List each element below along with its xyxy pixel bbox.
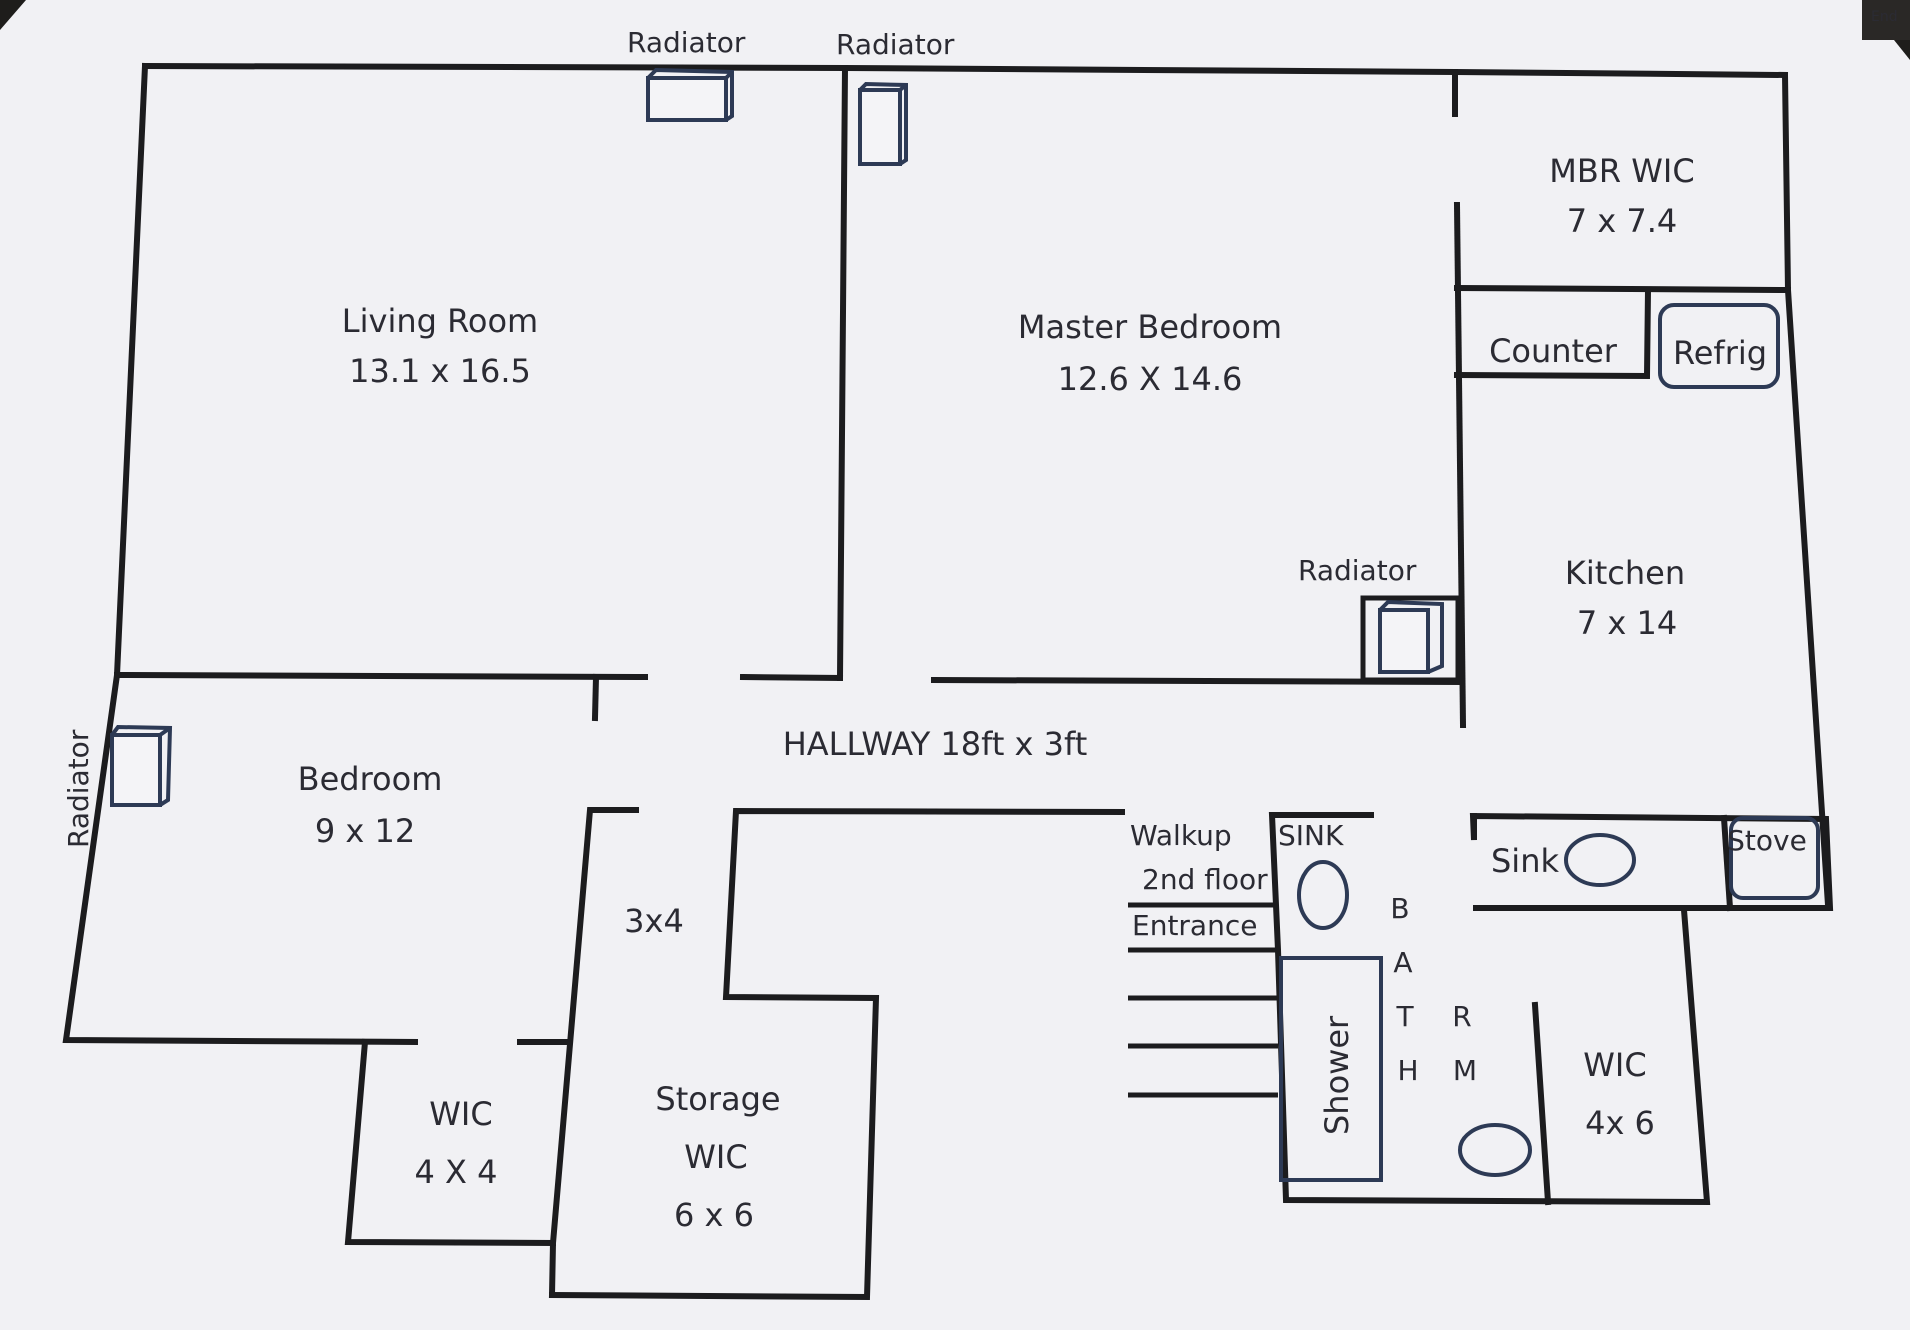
wall-bedroom-door-stub xyxy=(591,673,600,722)
wall-wic xyxy=(344,1038,557,1247)
toilet-icon xyxy=(1458,1123,1532,1177)
mbr-wic-size: 7 x 7.4 xyxy=(1567,202,1678,240)
kitchen-size: 7 x 14 xyxy=(1577,604,1677,642)
bath-letter-t: T xyxy=(1395,1000,1414,1033)
bath-sink-icon xyxy=(1297,860,1349,930)
storage-wic-line1: Storage xyxy=(655,1080,780,1118)
radiator-icon xyxy=(110,724,173,807)
wall-storage xyxy=(548,807,1126,1301)
corner-label: End xyxy=(1871,9,1898,25)
wall-mbr-wic-lower xyxy=(1453,201,1467,729)
bath-sink-label: SINK xyxy=(1278,819,1344,852)
kitchen-sink-label: Sink xyxy=(1491,842,1559,880)
wall-living-bottom-right xyxy=(739,673,844,682)
mbr-wic-name: MBR WIC xyxy=(1549,152,1694,190)
wall-bath-wic xyxy=(1531,1001,1552,1206)
radiator-label-master: Radiator xyxy=(1298,554,1417,587)
storage-wic-size: 6 x 6 xyxy=(674,1196,754,1234)
living-room-name: Living Room xyxy=(342,302,538,340)
refrigerator-icon xyxy=(1658,303,1780,389)
kitchen-name: Kitchen xyxy=(1565,554,1685,592)
radiator-icon xyxy=(646,67,734,122)
kitchen-counter-strip xyxy=(1469,812,1834,911)
master-bedroom-name: Master Bedroom xyxy=(1018,308,1282,346)
background-corner xyxy=(1862,0,1910,40)
fixtures xyxy=(110,67,1820,1182)
wall-left xyxy=(62,62,419,1046)
wall-counter-stove xyxy=(1720,814,1734,912)
radiator-icon xyxy=(1360,595,1461,683)
bath-letter-a: A xyxy=(1393,946,1412,979)
shower-icon xyxy=(1279,956,1383,1182)
wall-3x4-left xyxy=(548,807,639,1299)
stairs-entrance: Entrance xyxy=(1132,909,1257,942)
living-room-size: 13.1 x 16.5 xyxy=(349,352,531,390)
stairs-walkup: Walkup xyxy=(1130,819,1232,852)
bath-wic-size: 4x 6 xyxy=(1585,1104,1655,1142)
bath-letter-m: M xyxy=(1453,1054,1477,1087)
counter-outline xyxy=(1453,286,1652,380)
radiator-label-top-left: Radiator xyxy=(627,26,746,59)
wall-top xyxy=(141,62,1789,79)
wall-living-bottom xyxy=(113,671,649,681)
labels: Radiator Radiator Radiator Radiator Livi… xyxy=(62,26,1807,1234)
kitchen-sink-icon xyxy=(1564,833,1636,887)
wic-name: WIC xyxy=(429,1095,492,1133)
closet-3x4-size: 3x4 xyxy=(624,902,684,940)
bedroom-name: Bedroom xyxy=(298,760,443,798)
stairs xyxy=(1128,902,1278,1098)
refrig-label: Refrig xyxy=(1673,334,1767,372)
bedroom-size: 9 x 12 xyxy=(315,812,415,850)
counter-label: Counter xyxy=(1489,332,1618,370)
bath-wic-name: WIC xyxy=(1583,1046,1646,1084)
radiator-label-bedroom: Radiator xyxy=(62,729,95,848)
hallway-label: HALLWAY 18ft x 3ft xyxy=(783,725,1088,763)
master-bedroom-size: 12.6 X 14.6 xyxy=(1058,360,1243,398)
bath-letter-b: B xyxy=(1390,892,1409,925)
wall-living-master xyxy=(836,64,849,682)
walls-lower-left xyxy=(344,807,1126,1301)
bath-letter-h: H xyxy=(1397,1054,1418,1087)
storage-wic-line2: WIC xyxy=(684,1138,747,1176)
shower-label: Shower xyxy=(1318,1015,1356,1135)
radiator-icon xyxy=(858,81,908,166)
wall-mbr-wic-bottom xyxy=(1453,284,1792,294)
stairs-2nd-floor: 2nd floor xyxy=(1142,863,1268,896)
stove-icon xyxy=(1729,816,1820,900)
bath-letter-r: R xyxy=(1452,1000,1471,1033)
wic-size: 4 X 4 xyxy=(415,1153,498,1191)
stove-label: Stove xyxy=(1727,824,1807,857)
radiator-label-top-right: Radiator xyxy=(836,28,955,61)
